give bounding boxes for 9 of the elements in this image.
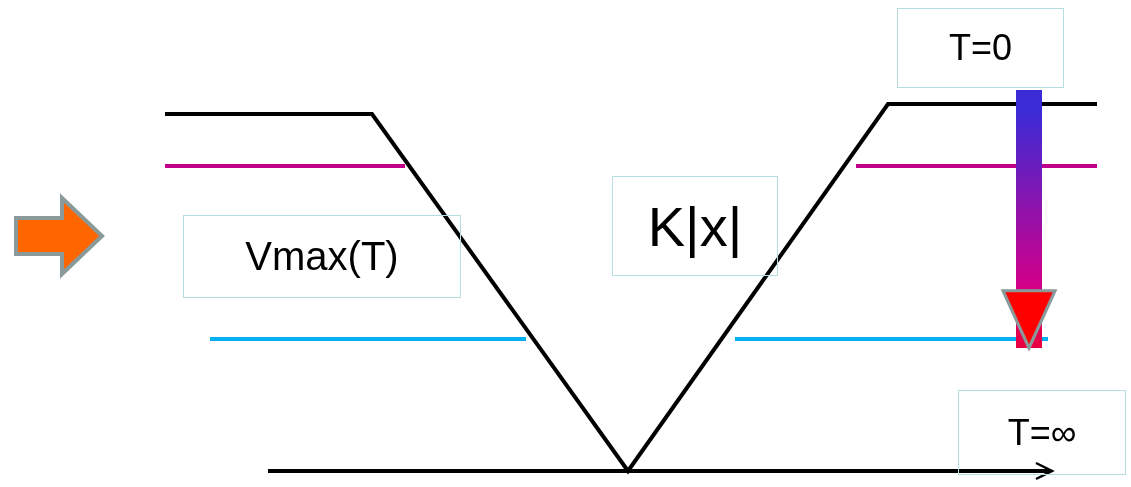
label-box [183,215,461,298]
label-text: T=∞ [1007,411,1077,454]
label-text: K|x| [647,193,743,259]
label-box [897,8,1064,88]
label-text: T=0 [948,27,1012,69]
label-box [958,390,1126,475]
label-box [612,176,778,276]
label-text: Vmax(T) [245,234,399,279]
block-arrow [1001,90,1057,350]
